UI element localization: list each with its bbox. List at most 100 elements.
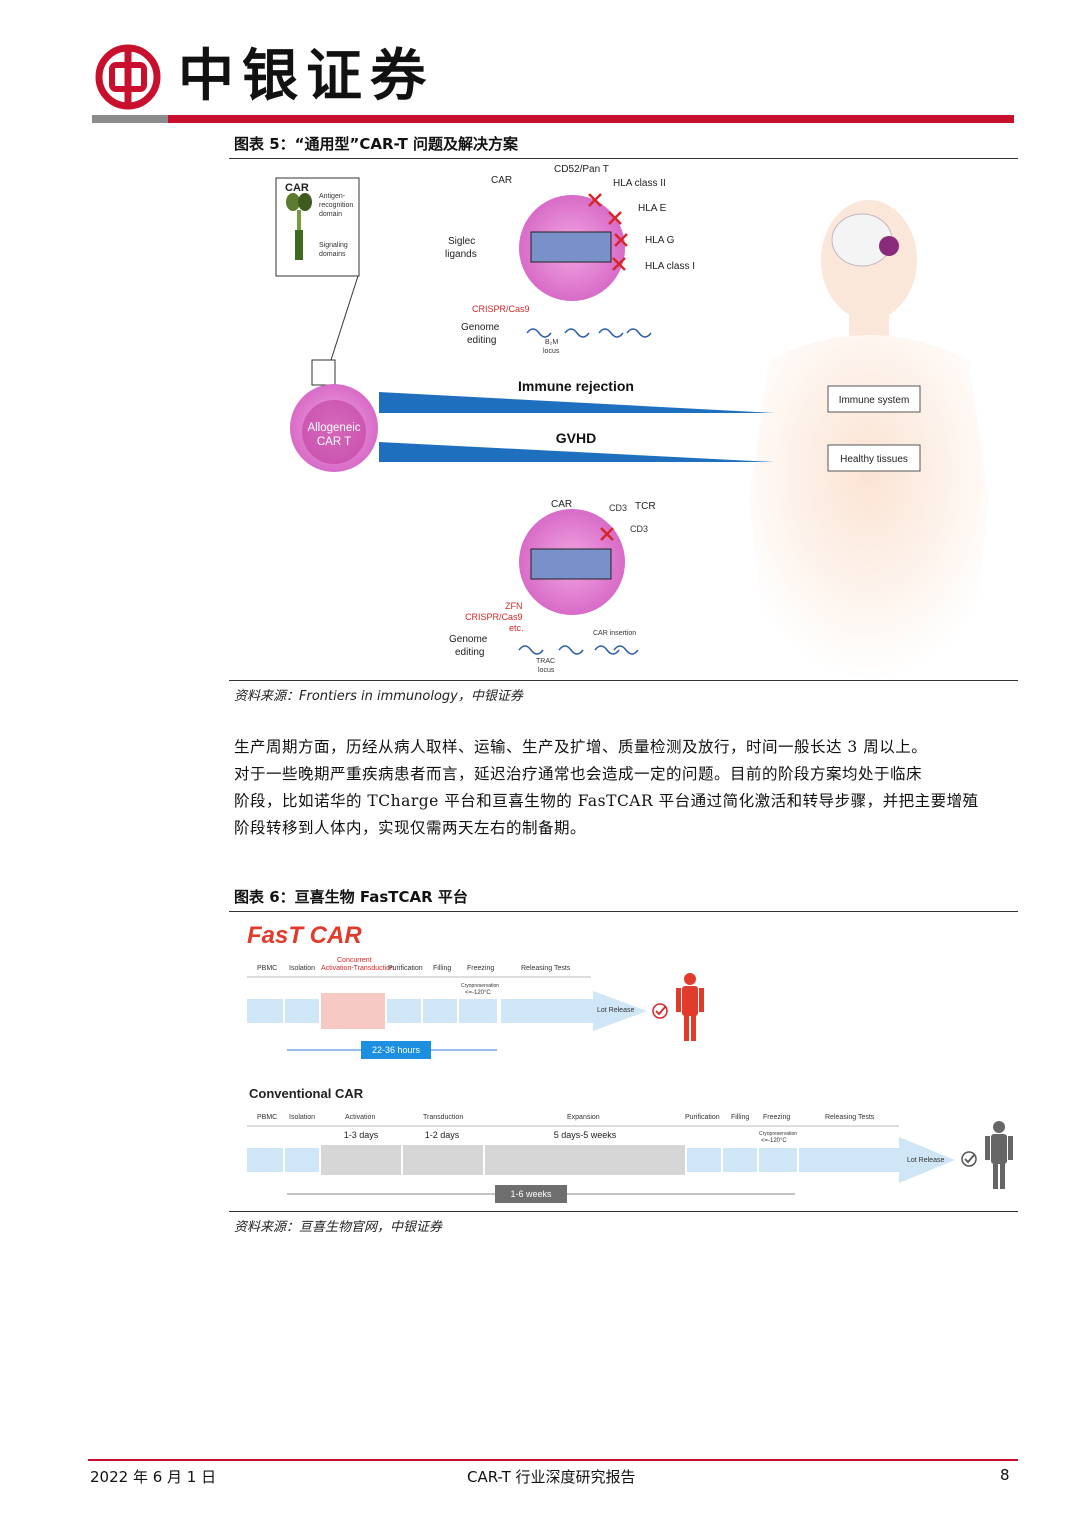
fastcar-lot-release: Lot Release <box>597 1007 634 1014</box>
figure5-top-rule <box>229 158 1018 159</box>
header-bar-red <box>168 115 1014 123</box>
figure6-diagram: FasT CAR PBMC Isolation Concurrent Activ… <box>229 913 1018 1211</box>
siglec-label-1: Siglec <box>448 236 475 247</box>
hla-class-ii-label: HLA class II <box>613 178 666 189</box>
header-bar-gray <box>92 115 168 123</box>
car-insertion-label: CAR insertion <box>593 630 636 637</box>
immune-system-label: Immune system <box>839 395 910 406</box>
paragraph-line-4: 阶段转移到人体内，实现仅需两天左右的制备期。 <box>234 815 1018 842</box>
antigen-label-3: domain <box>319 211 342 218</box>
siglec-label-2: ligands <box>445 249 477 260</box>
fastcar-step-purification: Purification <box>388 965 423 972</box>
conv-step-releasing: Releasing Tests <box>825 1114 875 1121</box>
conv-step-pbmc: PBMC <box>257 1114 277 1121</box>
bottom-car-label: CAR <box>551 499 572 510</box>
genome-editing-bottom-1: Genome <box>449 634 488 645</box>
trac-locus-1: TRAC <box>536 658 555 665</box>
cd3-label: CD3 <box>630 524 648 534</box>
signaling-label-1: Signaling <box>319 242 348 249</box>
crispr-top-label: CRISPR/Cas9 <box>472 304 530 314</box>
conventional-title: Conventional CAR <box>249 1086 364 1101</box>
conv-step-freezing: Freezing <box>763 1114 790 1121</box>
tcr-label: TCR <box>635 501 656 512</box>
conv-lot-release: Lot Release <box>907 1157 944 1164</box>
conv-step-purification: Purification <box>685 1114 720 1121</box>
fastcar-step-activation-transduction: Activation-Transduction <box>321 965 394 972</box>
immune-rejection-wedge <box>379 392 774 413</box>
allogeneic-label-1: Allogeneic <box>307 422 360 434</box>
figure6-source: 资料来源：亘喜生物官网，中银证券 <box>234 1216 442 1235</box>
fastcar-process-bar <box>247 991 647 1031</box>
conv-step-expansion: Expansion <box>567 1114 600 1121</box>
conv-step-transduction: Transduction <box>423 1114 463 1121</box>
fastcar-step-freezing: Freezing <box>467 965 494 972</box>
gvhd-label: GVHD <box>556 430 596 446</box>
conventional-process-bar <box>247 1137 955 1183</box>
figure5-source: 资料来源：Frontiers in immunology，中银证券 <box>234 685 523 704</box>
fastcar-logo: FasT CAR <box>247 922 362 949</box>
etc-label: etc. <box>509 623 524 633</box>
conventional-check-icon <box>962 1152 976 1166</box>
human-body-icon <box>749 200 989 680</box>
dna-icons-top <box>527 329 651 337</box>
conv-duration-transduction: 1-2 days <box>425 1130 460 1140</box>
body-paragraph: 生产周期方面，历经从病人取样、运输、生产及扩增、质量检测及放行，时间一般长达 3… <box>234 734 1018 842</box>
conventional-total-label: 1-6 weeks <box>510 1189 552 1199</box>
figure5-diagram: CAR Antigen- recognition domain Signalin… <box>229 160 1018 680</box>
footer-rule <box>88 1459 1018 1461</box>
conv-duration-expansion: 5 days-5 weeks <box>554 1130 617 1140</box>
allogeneic-label-2: CAR T <box>317 436 351 448</box>
healthy-tissues-label: Healthy tissues <box>840 454 908 465</box>
footer-report-title: CAR-T 行业深度研究报告 <box>467 1466 636 1487</box>
cd3-tcr-label: CD3 <box>609 503 627 513</box>
footer-date: 2022 年 6 月 1 日 <box>90 1466 216 1487</box>
figure5-title: 图表 5：“通用型”CAR-T 问题及解决方案 <box>234 133 518 154</box>
fastcar-cryo-2: <=-120°C <box>465 990 491 996</box>
hla-e-label: HLA E <box>638 203 667 214</box>
antigen-label-1: Antigen- <box>319 193 346 200</box>
dna-icons-bottom <box>519 646 638 654</box>
b2m-locus-2: locus <box>543 348 560 355</box>
paragraph-line-2: 对于一些晚期严重疾病患者而言，延迟治疗通常也会造成一定的问题。目前的阶段方案均处… <box>234 761 1018 788</box>
crispr-bottom-label: CRISPR/Cas9 <box>465 612 523 622</box>
paragraph-line-3: 阶段，比如诺华的 TCharge 平台和亘喜生物的 FasTCAR 平台通过简化… <box>234 788 1018 815</box>
fastcar-step-releasing: Releasing Tests <box>521 965 571 972</box>
conv-step-filling: Filling <box>731 1114 749 1121</box>
hla-g-label: HLA G <box>645 235 675 246</box>
fastcar-check-icon <box>653 1004 667 1018</box>
figure6-title: 图表 6：亘喜生物 FasTCAR 平台 <box>234 886 468 907</box>
conv-step-isolation: Isolation <box>289 1114 315 1121</box>
hla-class-i-label: HLA class I <box>645 261 695 272</box>
signaling-label-2: domains <box>319 251 346 258</box>
bank-logo-icon <box>95 44 161 110</box>
conventional-person-icon <box>985 1121 1013 1189</box>
immune-rejection-label: Immune rejection <box>518 378 634 394</box>
zfn-label: ZFN <box>505 601 523 611</box>
paragraph-line-1: 生产周期方面，历经从病人取样、运输、生产及扩增、质量检测及放行，时间一般长达 3… <box>234 734 1018 761</box>
header: 中银证券 <box>0 0 1080 130</box>
conv-cryo-1: Cryopreservation <box>759 1131 797 1137</box>
figure6-bottom-rule <box>229 1211 1018 1212</box>
company-name: 中银证券 <box>178 42 434 110</box>
figure6-top-rule <box>229 911 1018 912</box>
fastcar-step-filling: Filling <box>433 965 451 972</box>
conv-duration-activation: 1-3 days <box>344 1130 379 1140</box>
conv-cryo-2: <=-120°C <box>761 1138 787 1144</box>
fastcar-step-concurrent: Concurrent <box>337 957 372 964</box>
car-box-title: CAR <box>285 182 309 194</box>
fastcar-duration-label: 22-36 hours <box>372 1045 421 1055</box>
trac-locus-2: locus <box>538 667 555 674</box>
genome-editing-top-1: Genome <box>461 322 500 333</box>
figure5-bottom-rule <box>229 680 1018 681</box>
conv-step-activation: Activation <box>345 1114 375 1121</box>
fastcar-person-icon <box>676 973 704 1041</box>
antigen-label-2: recognition <box>319 202 353 209</box>
top-car-label: CAR <box>491 175 512 186</box>
fastcar-step-pbmc: PBMC <box>257 965 277 972</box>
fastcar-cryo-1: Cryopreservation <box>461 983 499 989</box>
cd52-label: CD52/Pan T <box>554 164 609 175</box>
footer-page-number: 8 <box>1000 1466 1010 1484</box>
fastcar-step-isolation: Isolation <box>289 965 315 972</box>
b2m-locus-1: B₂M <box>545 339 558 346</box>
genome-editing-top-2: editing <box>467 335 496 346</box>
